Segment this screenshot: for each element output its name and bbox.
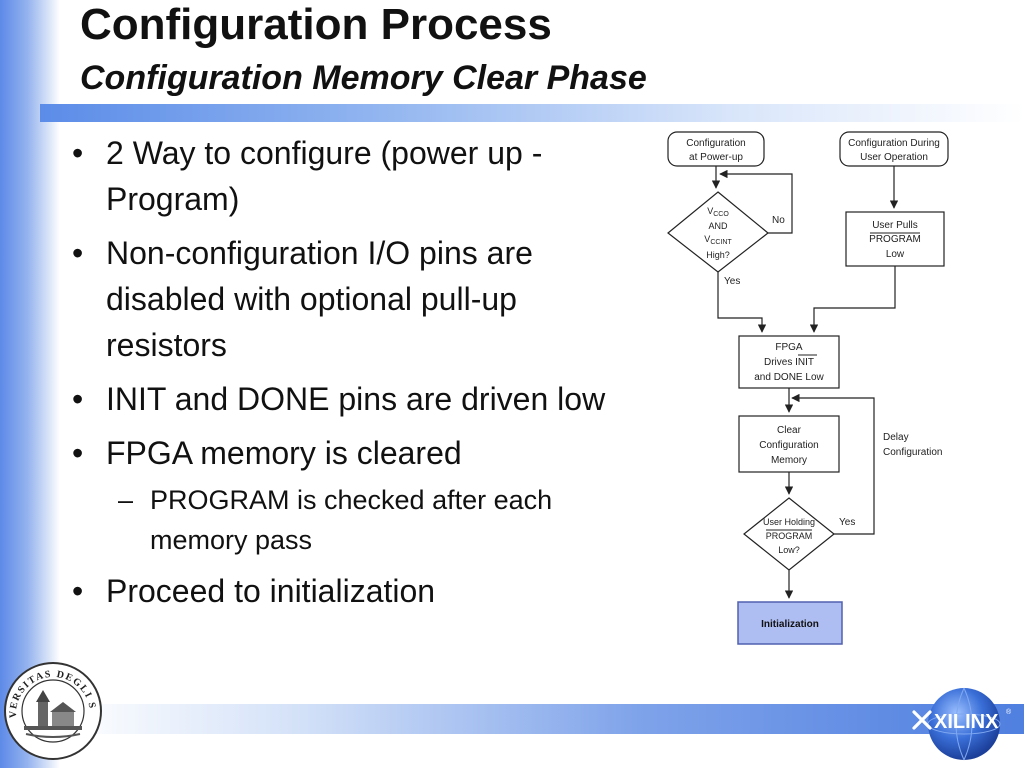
yes-path-arrow xyxy=(717,272,767,333)
registered-mark: ® xyxy=(1006,708,1012,716)
no-loop-arrow xyxy=(719,169,793,234)
holding-decision-label: PROGRAM xyxy=(766,531,813,541)
xilinx-logo: XILINX ® xyxy=(912,687,1012,761)
bullet-list: 2 Way to configure (power up - Program) … xyxy=(66,130,626,622)
yes-label: Yes xyxy=(839,517,855,528)
bullet-item: FPGA memory is cleared xyxy=(66,430,626,476)
vcc-decision-label: High? xyxy=(706,250,730,260)
slide-title: Configuration Process xyxy=(80,0,552,49)
university-seal-logo: UNIVERSITAS DEGLI STUDI xyxy=(2,660,102,760)
initialization-label: Initialization xyxy=(761,619,819,630)
user-pulls-label: User Pulls xyxy=(872,220,918,231)
xilinx-wordmark: XILINX xyxy=(934,711,999,733)
holding-decision-label: User Holding xyxy=(763,517,815,527)
start-user-label: Configuration During xyxy=(848,138,940,149)
vcc-decision-label: AND xyxy=(708,221,728,231)
user-pulls-label: PROGRAM xyxy=(869,234,921,245)
configuration-flowchart: Configuration at Power-up Configuration … xyxy=(667,131,949,645)
clear-memory-label: Memory xyxy=(771,455,807,466)
fpga-drives-label: and DONE Low xyxy=(754,372,824,383)
footer-gradient-band xyxy=(60,704,1024,734)
vcc-decision-label: VCCO xyxy=(707,206,729,218)
bullet-item: Non-configuration I/O pins are disabled … xyxy=(66,230,626,368)
title-underline-band xyxy=(40,104,1024,122)
start-user-label: User Operation xyxy=(860,152,928,163)
left-gradient-band xyxy=(0,0,60,768)
initialization-node xyxy=(737,601,843,645)
start-powerup-label: at Power-up xyxy=(689,152,743,163)
user-path-arrow xyxy=(809,266,896,333)
slide-subtitle: Configuration Memory Clear Phase xyxy=(80,59,647,97)
start-powerup-label: Configuration xyxy=(686,138,745,149)
bullet-item: INIT and DONE pins are driven low xyxy=(66,376,626,422)
bullet-item: Proceed to initialization xyxy=(66,568,626,614)
fpga-drives-label: FPGA xyxy=(775,342,803,353)
fpga-drives-label: Drives INIT xyxy=(764,357,814,368)
yes-loop-arrow xyxy=(791,393,875,535)
yes-label: Yes xyxy=(724,276,740,287)
bullet-item: 2 Way to configure (power up - Program) xyxy=(66,130,626,222)
sub-bullet-item: PROGRAM is checked after each memory pas… xyxy=(66,480,626,560)
delay-label: Delay xyxy=(883,432,909,443)
vcc-decision-label: VCCINT xyxy=(704,234,732,246)
holding-decision-label: Low? xyxy=(778,545,800,555)
delay-label: Configuration xyxy=(883,447,942,458)
user-pulls-label: Low xyxy=(886,249,905,260)
no-label: No xyxy=(772,215,785,226)
vcc-decision-node xyxy=(667,191,769,273)
clear-memory-label: Configuration xyxy=(759,440,818,451)
clear-memory-label: Clear xyxy=(777,425,802,436)
